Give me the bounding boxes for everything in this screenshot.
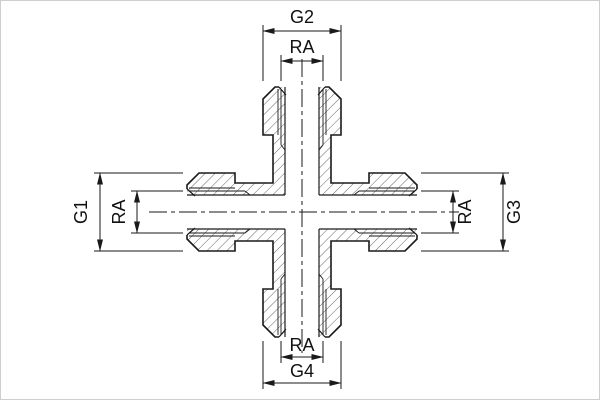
dimension-label-ra-bottom: RA (289, 335, 314, 355)
dimension-label-ra-top: RA (289, 37, 314, 57)
dimension-ra-right: RA (421, 190, 475, 234)
thread-lines (189, 89, 415, 335)
bore-outline (187, 87, 417, 337)
dimension-g3: G3 (421, 172, 524, 252)
dimension-label-g2: G2 (290, 7, 314, 27)
fitting-outline (186, 86, 418, 338)
dimension-label-g3: G3 (504, 200, 524, 224)
dimension-ra-left: RA (109, 190, 183, 234)
dimensions: G2 RA G1 RA RA (71, 7, 524, 389)
dimension-label-ra-left: RA (109, 199, 129, 224)
centerlines (149, 59, 459, 353)
mouth-chamfers (186, 86, 418, 338)
dimension-ra-bottom: RA (280, 335, 324, 363)
dimension-g2: G2 (262, 7, 342, 81)
dimension-label-g1: G1 (71, 200, 91, 224)
hex-flat-lines (189, 89, 415, 335)
dimension-label-g4: G4 (290, 361, 314, 381)
dimension-g1: G1 (71, 172, 183, 252)
dimension-ra-top: RA (280, 37, 324, 81)
dimension-g4: G4 (262, 341, 342, 389)
dimension-label-ra-right: RA (455, 199, 475, 224)
cross-fitting-section (186, 86, 418, 338)
